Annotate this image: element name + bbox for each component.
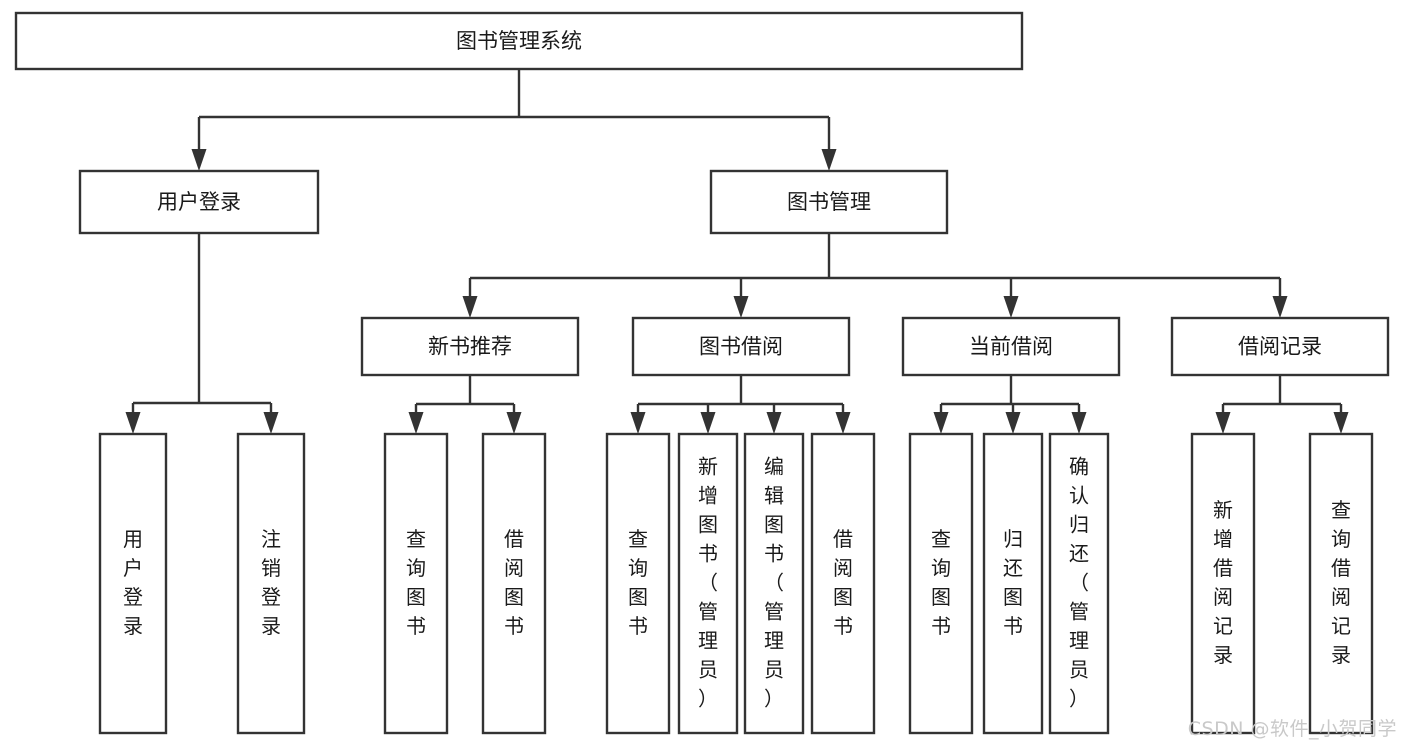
arrow-head-icon [766,412,782,434]
node-label: 借阅图书 [504,527,524,638]
node-label: 新书推荐 [428,335,512,359]
connector-group-root-to-level1 [191,69,837,171]
node-label: 归还图书 [1003,527,1023,638]
node-layer: 图书管理系统用户登录图书管理新书推荐图书借阅当前借阅借阅记录用户登录注销登录查询… [14,11,1390,735]
node-label: 当前借阅 [969,335,1053,359]
connector-group-book-manage-to-level2 [462,233,1288,318]
arrow-head-icon [462,296,478,318]
node-label: 查询图书 [931,527,951,638]
node-box[interactable] [98,432,168,735]
node-leaf-add-book[interactable]: 新增图书（管理员） [677,432,739,735]
node-label: 新增借阅记录 [1213,498,1233,667]
node-box[interactable] [709,169,949,235]
node-box[interactable] [982,432,1044,735]
node-label: 确认归还（管理员） [1069,454,1089,710]
arrow-head-icon [933,412,949,434]
node-box[interactable] [1190,432,1256,735]
connector-layer [125,69,1349,434]
connector-group-current-borrow-to-leaves [933,375,1087,434]
node-leaf-query-book-borrow[interactable]: 查询图书 [605,432,671,735]
node-label: 编辑图书（管理员） [764,454,784,710]
connector-group-new-book-recommend-to-leaves [408,375,522,434]
node-box[interactable] [383,432,449,735]
arrow-head-icon [733,296,749,318]
arrow-head-icon [408,412,424,434]
node-leaf-query-book-recommend[interactable]: 查询图书 [383,432,449,735]
node-box[interactable] [1170,316,1390,377]
arrow-head-icon [1071,412,1087,434]
node-label: 借阅图书 [833,527,853,638]
watermark: CSDN @软件_小贺同学 [1187,718,1397,740]
node-leaf-borrow-book[interactable]: 借阅图书 [810,432,876,735]
node-box[interactable] [14,11,1024,71]
node-label: 查询借阅记录 [1331,498,1351,667]
node-box[interactable] [908,432,974,735]
node-box[interactable] [743,432,805,735]
node-label: 图书管理 [787,190,871,214]
node-label: 查询图书 [628,527,648,638]
node-label: 用户登录 [123,527,143,638]
node-box[interactable] [810,432,876,735]
node-leaf-query-borrow-record[interactable]: 查询借阅记录 [1308,432,1374,735]
node-label: 用户登录 [157,190,241,214]
connector-group-user-login-to-leaves [125,233,279,434]
node-leaf-confirm-return[interactable]: 确认归还（管理员） [1048,432,1110,735]
arrow-head-icon [1272,296,1288,318]
arrow-head-icon [821,149,837,171]
node-book-manage[interactable]: 图书管理 [709,169,949,235]
node-label: 图书管理系统 [456,29,582,53]
node-label: 借阅记录 [1238,335,1322,359]
connector-group-borrow-record-to-leaves [1215,375,1349,434]
arrow-head-icon [263,412,279,434]
node-box[interactable] [360,316,580,377]
node-borrow-record[interactable]: 借阅记录 [1170,316,1390,377]
node-label: 查询图书 [406,527,426,638]
arrow-head-icon [125,412,141,434]
arrow-head-icon [1333,412,1349,434]
arrow-head-icon [1003,296,1019,318]
arrow-head-icon [191,149,207,171]
node-leaf-logout-login[interactable]: 注销登录 [236,432,306,735]
node-new-book-recommend[interactable]: 新书推荐 [360,316,580,377]
arrow-head-icon [700,412,716,434]
arrow-head-icon [506,412,522,434]
node-box[interactable] [1308,432,1374,735]
node-leaf-query-book-current[interactable]: 查询图书 [908,432,974,735]
arrow-head-icon [1215,412,1231,434]
node-leaf-add-borrow-record[interactable]: 新增借阅记录 [1190,432,1256,735]
node-box[interactable] [631,316,851,377]
node-box[interactable] [677,432,739,735]
connector-group-book-borrow-to-leaves [630,375,851,434]
node-leaf-return-book[interactable]: 归还图书 [982,432,1044,735]
node-label: 新增图书（管理员） [698,454,718,710]
node-book-borrow[interactable]: 图书借阅 [631,316,851,377]
node-leaf-edit-book[interactable]: 编辑图书（管理员） [743,432,805,735]
node-box[interactable] [605,432,671,735]
node-leaf-user-login[interactable]: 用户登录 [98,432,168,735]
node-box[interactable] [236,432,306,735]
arrow-head-icon [835,412,851,434]
node-user-login[interactable]: 用户登录 [78,169,320,235]
node-label: 图书借阅 [699,335,783,359]
node-root[interactable]: 图书管理系统 [14,11,1024,71]
node-label: 注销登录 [261,527,281,638]
node-box[interactable] [901,316,1121,377]
node-leaf-borrow-book-recommend[interactable]: 借阅图书 [481,432,547,735]
arrow-head-icon [1005,412,1021,434]
arrow-head-icon [630,412,646,434]
node-current-borrow[interactable]: 当前借阅 [901,316,1121,377]
node-box[interactable] [481,432,547,735]
node-box[interactable] [1048,432,1110,735]
node-box[interactable] [78,169,320,235]
